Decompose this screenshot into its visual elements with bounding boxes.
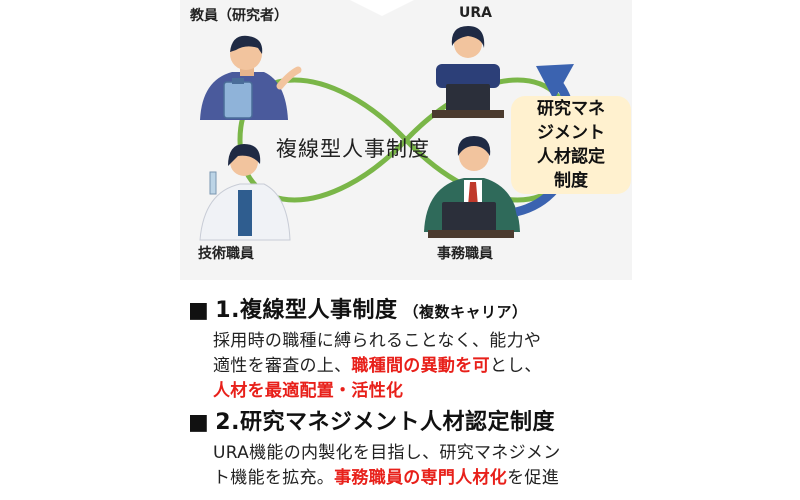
ura-person-icon	[432, 26, 504, 118]
section1-line1: 採用時の職種に縛られることなく、能力や	[213, 331, 542, 351]
section1-title: 1.複線型人事制度	[215, 298, 398, 323]
section2-title: 2.研究マネジメント人材認定制度	[215, 410, 555, 435]
cert-line-3: 人材認定	[537, 147, 605, 167]
section1-line2-highlight: 職種間の異動を可	[351, 356, 490, 376]
administrative-staff-label: 事務職員	[437, 246, 493, 262]
section1-subtitle: （複数キャリア）	[403, 303, 528, 321]
section1-line3-highlight: 人材を最適配置・活性化	[213, 381, 404, 401]
section2-marker: ■	[188, 410, 210, 435]
administrative-staff-person-icon	[424, 136, 520, 238]
center-label: 複線型人事制度	[276, 137, 430, 161]
technical-staff-label: 技術職員	[198, 246, 254, 262]
section1-line3: 人材を最適配置・活性化	[213, 376, 403, 401]
section1-marker: ■	[188, 298, 210, 323]
section2-line2-highlight: 事務職員の専門人材化	[334, 468, 508, 488]
cert-line-2: ジメント	[537, 123, 605, 143]
description-section: ■1.複線型人事制度（複数キャリア） 採用時の職種に縛られることなく、能力や 適…	[0, 280, 800, 500]
section1-line2-pre: 適性を審査の上、	[213, 356, 352, 376]
certification-box: 研究マネ ジメント 人材認定 制度	[511, 96, 631, 194]
section2-heading: ■2.研究マネジメント人材認定制度	[188, 404, 555, 436]
section1-heading: ■1.複線型人事制度 （複数キャリア）	[188, 292, 527, 324]
arrowhead-icon	[536, 64, 574, 100]
faculty-label: 教員（研究者）	[190, 8, 288, 24]
top-pointer-shape	[350, 0, 414, 16]
section1-line2-post: とし、	[489, 356, 542, 376]
technical-staff-person-icon	[199, 144, 291, 241]
cert-line-1: 研究マネ	[537, 99, 605, 119]
section2-line2: ト機能を拡充。事務職員の専門人材化を促進	[213, 463, 559, 488]
section1-line2: 適性を審査の上、職種間の異動を可とし、	[213, 351, 542, 376]
section2-line2-post: を促進	[507, 468, 560, 488]
faculty-person-icon	[200, 35, 302, 120]
cert-line-4: 制度	[554, 171, 588, 191]
ura-label: URA	[459, 5, 492, 21]
section2-line2-pre: ト機能を拡充。	[213, 468, 335, 488]
section2-line1: URA機能の内製化を目指し、研究マネジメン	[213, 443, 561, 463]
